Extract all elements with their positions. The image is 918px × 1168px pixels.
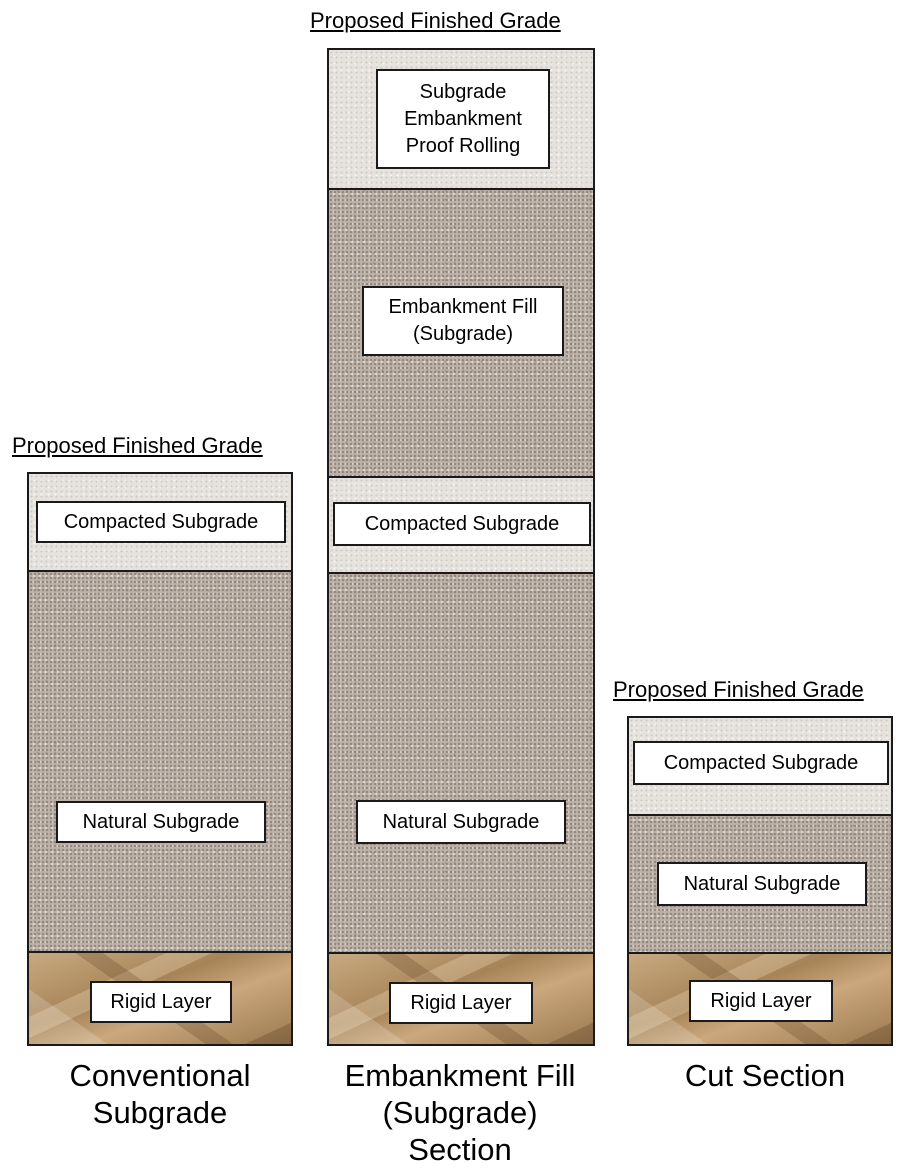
column-caption: Conventional Subgrade bbox=[69, 1058, 251, 1130]
proposed-finished-grade-label: Proposed Finished Grade bbox=[12, 433, 263, 458]
compacted-subgrade-layer: Compacted Subgrade bbox=[29, 474, 291, 570]
layer-label: Natural Subgrade bbox=[657, 862, 867, 906]
layer-label: Natural Subgrade bbox=[56, 801, 266, 843]
embankment-fill-column: Subgrade Embankment Proof Rolling Embank… bbox=[327, 48, 595, 1046]
column-caption: Cut Section bbox=[684, 1058, 846, 1093]
column-caption: Embankment Fill (Subgrade) Section bbox=[344, 1058, 576, 1167]
natural-subgrade-layer: Natural Subgrade bbox=[29, 570, 291, 951]
rigid-layer: Rigid Layer bbox=[629, 952, 891, 1044]
layer-label: Compacted Subgrade bbox=[36, 501, 286, 543]
layer-label: Rigid Layer bbox=[90, 981, 232, 1023]
rigid-layer: Rigid Layer bbox=[329, 952, 593, 1044]
compacted-subgrade-layer: Compacted Subgrade bbox=[629, 718, 891, 814]
layer-label: Natural Subgrade bbox=[356, 800, 566, 844]
embankment-fill-layer: Embankment Fill (Subgrade) bbox=[329, 188, 593, 476]
layer-label: Compacted Subgrade bbox=[633, 741, 889, 785]
proof-rolling-layer: Subgrade Embankment Proof Rolling bbox=[329, 50, 593, 188]
layer-label: Compacted Subgrade bbox=[333, 502, 591, 546]
natural-subgrade-layer: Natural Subgrade bbox=[629, 814, 891, 952]
layer-label: Embankment Fill (Subgrade) bbox=[362, 286, 564, 356]
cut-section-column: Compacted Subgrade Natural Subgrade Rigi… bbox=[627, 716, 893, 1046]
layer-label: Subgrade Embankment Proof Rolling bbox=[376, 69, 550, 169]
layer-label: Rigid Layer bbox=[389, 982, 533, 1024]
natural-subgrade-layer: Natural Subgrade bbox=[329, 572, 593, 952]
compacted-subgrade-layer: Compacted Subgrade bbox=[329, 476, 593, 572]
layer-label: Rigid Layer bbox=[689, 980, 833, 1022]
conventional-subgrade-column: Compacted Subgrade Natural Subgrade Rigi… bbox=[27, 472, 293, 1046]
proposed-finished-grade-label: Proposed Finished Grade bbox=[310, 8, 561, 33]
rigid-layer: Rigid Layer bbox=[29, 951, 291, 1044]
proposed-finished-grade-label: Proposed Finished Grade bbox=[613, 677, 864, 702]
